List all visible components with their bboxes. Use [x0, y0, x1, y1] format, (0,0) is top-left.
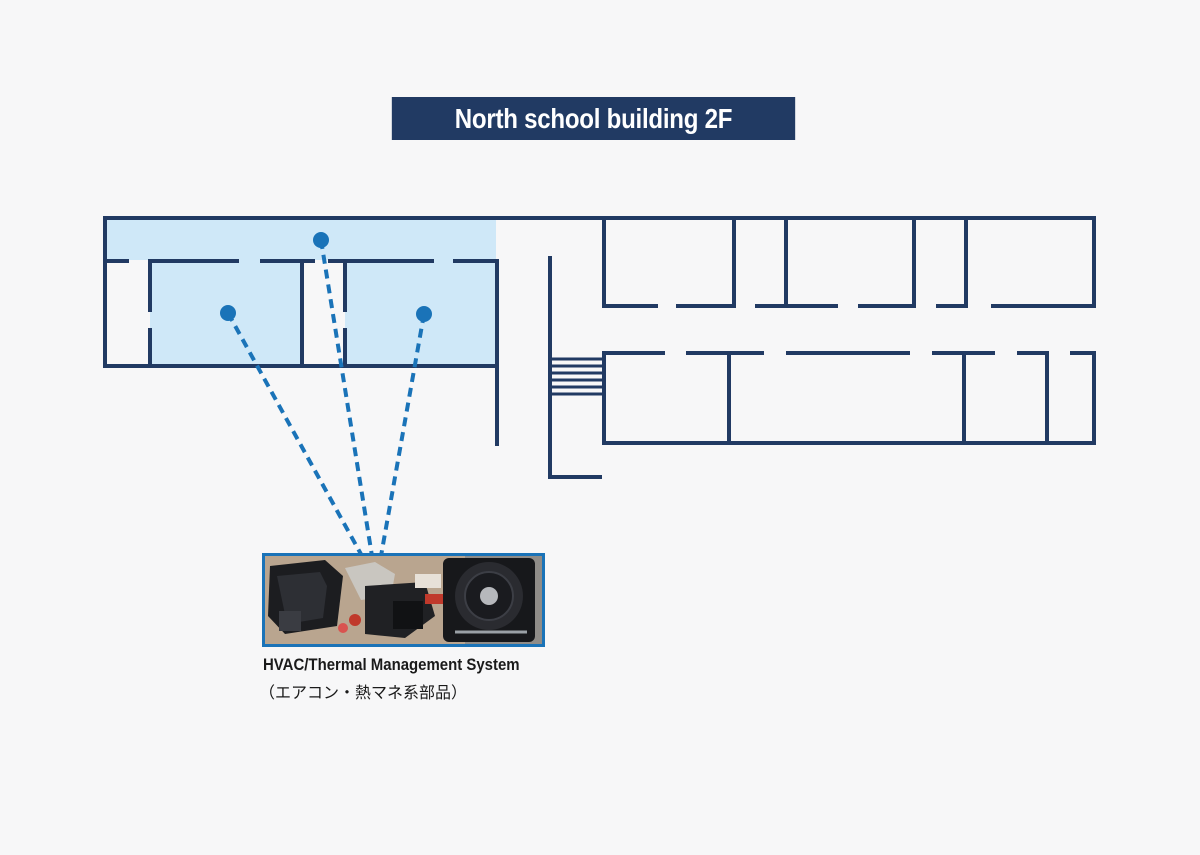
- leader-line-right: [379, 313, 426, 557]
- hvac-parts-photo[interactable]: [262, 553, 545, 647]
- staircase: [552, 357, 602, 396]
- hvac-room-marker-corridor[interactable]: [313, 232, 329, 248]
- markers: [220, 232, 432, 322]
- hvac-room-marker-right[interactable]: [416, 306, 432, 322]
- leader-lines: [226, 239, 426, 557]
- walls: [103, 216, 1096, 479]
- exhibit-label: HVAC/Thermal Management System: [263, 655, 520, 674]
- exhibit-sublabel: （エアコン・熱マネ系部品）: [259, 683, 468, 702]
- hvac-parts-photo-icon: [265, 556, 542, 644]
- map-title-banner: North school building 2F: [391, 97, 796, 140]
- highlight-corridor: [107, 219, 496, 260]
- exhibit-caption: HVAC/Thermal Management System （エアコン・熱マネ…: [259, 655, 623, 703]
- leader-line-left: [226, 312, 364, 557]
- hvac-room-marker-left[interactable]: [220, 305, 236, 321]
- map-title: North school building 2F: [454, 102, 733, 134]
- leader-line-corridor: [319, 239, 374, 557]
